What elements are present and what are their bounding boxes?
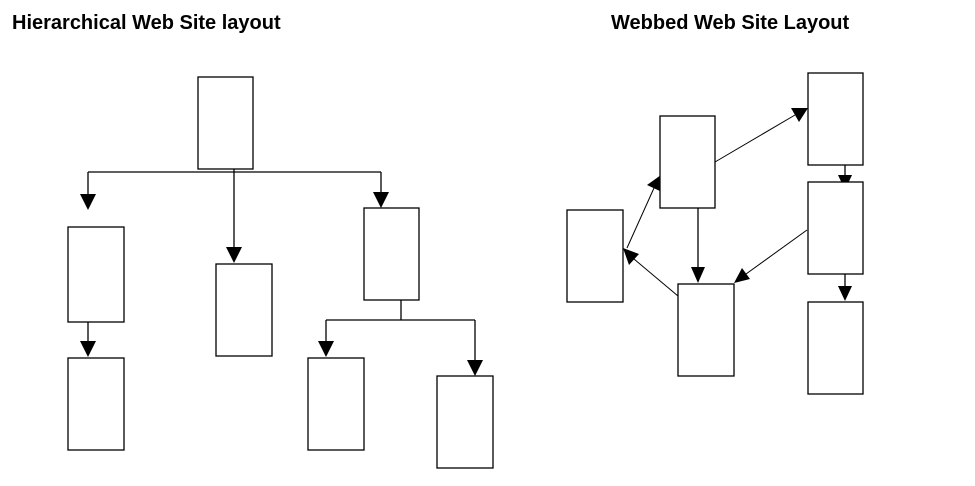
page-box <box>436 375 494 469</box>
hierarchical-diagram <box>67 76 494 469</box>
page-box <box>807 72 864 166</box>
arrowhead <box>838 286 852 301</box>
webbed-diagram-title: Webbed Web Site Layout <box>611 12 850 34</box>
root-page-box <box>197 76 254 170</box>
arrowhead <box>623 248 639 265</box>
page-box <box>807 301 864 395</box>
page-box <box>659 115 716 209</box>
connector <box>626 187 655 249</box>
arrowhead <box>734 268 750 283</box>
page-box <box>566 209 624 303</box>
arrowhead <box>226 247 242 263</box>
arrowhead <box>691 267 705 283</box>
connector <box>745 229 808 275</box>
page-box <box>67 357 125 451</box>
connector <box>714 114 796 163</box>
arrowhead <box>80 341 96 357</box>
page-box <box>363 207 420 301</box>
page-box <box>677 283 735 377</box>
arrowhead <box>318 341 334 357</box>
webbed-diagram <box>566 72 864 395</box>
page-box <box>215 263 273 357</box>
page-box <box>67 226 125 323</box>
page-box <box>807 181 864 275</box>
arrowhead <box>467 360 483 376</box>
arrowhead <box>791 108 808 122</box>
connector <box>633 258 679 297</box>
page-box <box>307 357 365 451</box>
hierarchical-diagram-title: Hierarchical Web Site layout <box>12 12 281 34</box>
arrowhead <box>647 175 662 192</box>
arrowhead <box>80 194 96 210</box>
arrowhead <box>373 192 389 208</box>
